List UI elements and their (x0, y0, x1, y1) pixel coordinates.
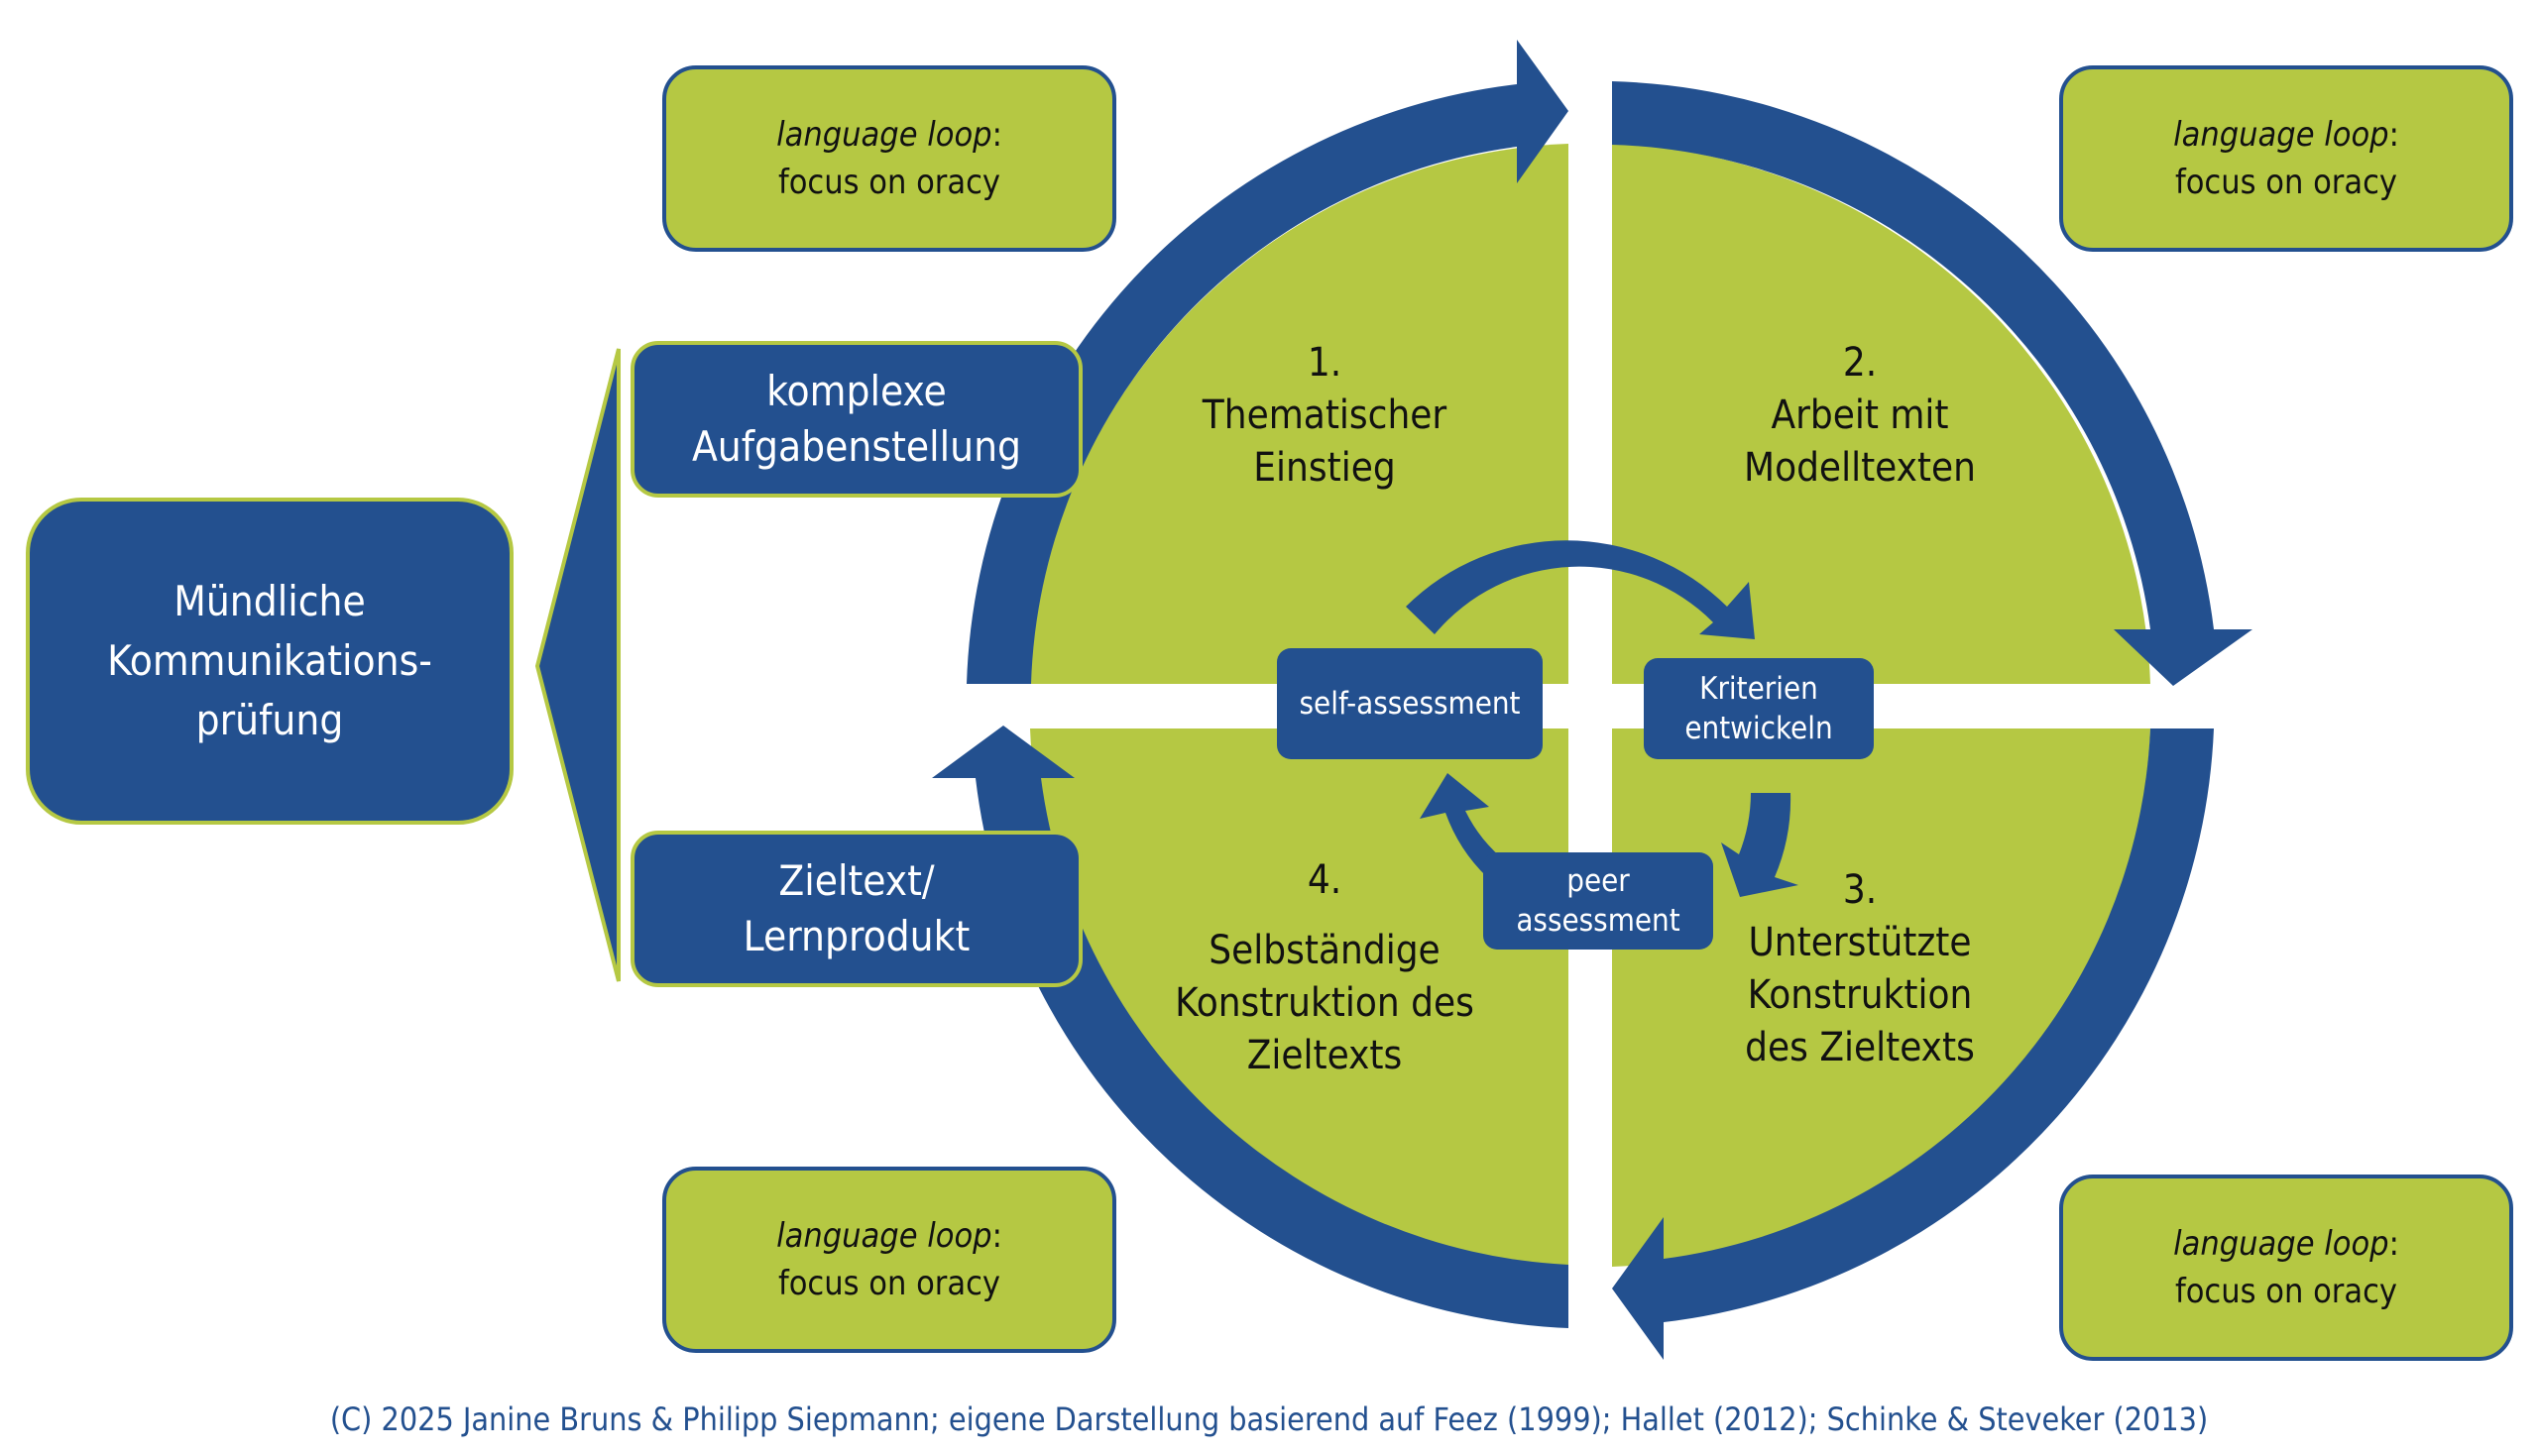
outer-arrow-3 (1612, 728, 2214, 1360)
language-loop-colon: : (991, 115, 1002, 155)
side-box-line: Lernprodukt (743, 912, 971, 960)
inner-arrow-left (1420, 773, 1507, 877)
language-loop-box-top-left: language loop: focus on oracy (662, 65, 1116, 252)
side-box-aufgabenstellung: komplexe Aufgabenstellung (631, 341, 1083, 498)
step-line: Konstruktion des (1175, 980, 1474, 1026)
quadrant-4 (1030, 728, 1568, 1267)
step-line: des Zieltexts (1745, 1025, 1975, 1070)
inner-arrow-top (1406, 540, 1755, 639)
inner-arrows (1406, 540, 1798, 897)
outer-arrow-1 (967, 40, 1568, 684)
step-1-label: 1. Thematischer Einstieg (1203, 337, 1446, 495)
step-line: Thematischer (1202, 392, 1447, 438)
side-box-line: komplexe (766, 367, 947, 415)
outer-arrow-2 (1612, 81, 2252, 686)
outer-arrow-4 (932, 726, 1568, 1328)
language-loop-label: language loop (2173, 1224, 2389, 1264)
bracket-wedge (534, 348, 621, 982)
inner-arrow-right (1721, 793, 1798, 897)
inner-box-line: entwickeln (1684, 711, 1833, 746)
language-loop-label: language loop (776, 1216, 992, 1256)
language-loop-box-bottom-left: language loop: focus on oracy (662, 1167, 1116, 1353)
step-line: Selbständige (1209, 928, 1441, 973)
step-4-label: 4. Selbständige Konstruktion des Zieltex… (1175, 854, 1474, 1082)
main-box-line: prüfung (195, 696, 344, 744)
quadrant-1 (1030, 144, 1568, 684)
step-2-label: 2. Arbeit mit Modelltexten (1744, 337, 1976, 495)
main-box-line: Kommunikations- (107, 636, 432, 685)
inner-box-line: assessment (1516, 903, 1680, 939)
step-3-label: 3. Unterstützte Konstruktion des Zieltex… (1745, 864, 1975, 1074)
main-box-muendliche-pruefung: Mündliche Kommunikations- prüfung (26, 498, 514, 825)
language-loop-colon: : (2388, 1224, 2399, 1264)
language-loop-focus: focus on oracy (2174, 163, 2398, 202)
side-box-line: Zieltext/ (778, 856, 935, 905)
language-loop-focus: focus on oracy (777, 1264, 1001, 1303)
self-assessment-box: self-assessment (1277, 648, 1543, 759)
main-box-line: Mündliche (173, 577, 366, 625)
green-quadrants (1030, 144, 2150, 1267)
language-loop-box-bottom-right: language loop: focus on oracy (2059, 1175, 2513, 1361)
language-loop-colon: : (2388, 115, 2399, 155)
language-loop-label: language loop (2173, 115, 2389, 155)
side-box-lernprodukt: Zieltext/ Lernprodukt (631, 831, 1083, 987)
step-number: 3. (1842, 867, 1878, 913)
copyright-footer: (C) 2025 Janine Bruns & Philipp Siepmann… (329, 1400, 2209, 1438)
language-loop-focus: focus on oracy (2174, 1272, 2398, 1311)
language-loop-colon: : (991, 1216, 1002, 1256)
kriterien-entwickeln-box: Kriterien entwickeln (1644, 658, 1874, 759)
language-loop-label: language loop (776, 115, 992, 155)
inner-box-line: peer (1566, 863, 1630, 899)
language-loop-box-top-right: language loop: focus on oracy (2059, 65, 2513, 252)
inner-box-line: Kriterien (1699, 671, 1818, 707)
language-loop-focus: focus on oracy (777, 163, 1001, 202)
step-line: Unterstützte (1748, 920, 1972, 965)
peer-assessment-box: peer assessment (1483, 852, 1713, 950)
step-number: 2. (1842, 340, 1878, 386)
side-box-line: Aufgabenstellung (691, 422, 1022, 471)
step-line: Einstieg (1253, 445, 1396, 491)
step-line: Konstruktion (1747, 972, 1973, 1018)
quadrant-2 (1612, 144, 2150, 684)
step-line: Arbeit mit (1771, 392, 1949, 438)
step-line: Zieltexts (1246, 1033, 1403, 1078)
outer-arrows (932, 40, 2252, 1360)
step-line: Modelltexten (1744, 445, 1976, 491)
step-number: 1. (1307, 340, 1342, 386)
step-number: 4. (1307, 857, 1342, 903)
inner-box-line: self-assessment (1299, 686, 1521, 722)
